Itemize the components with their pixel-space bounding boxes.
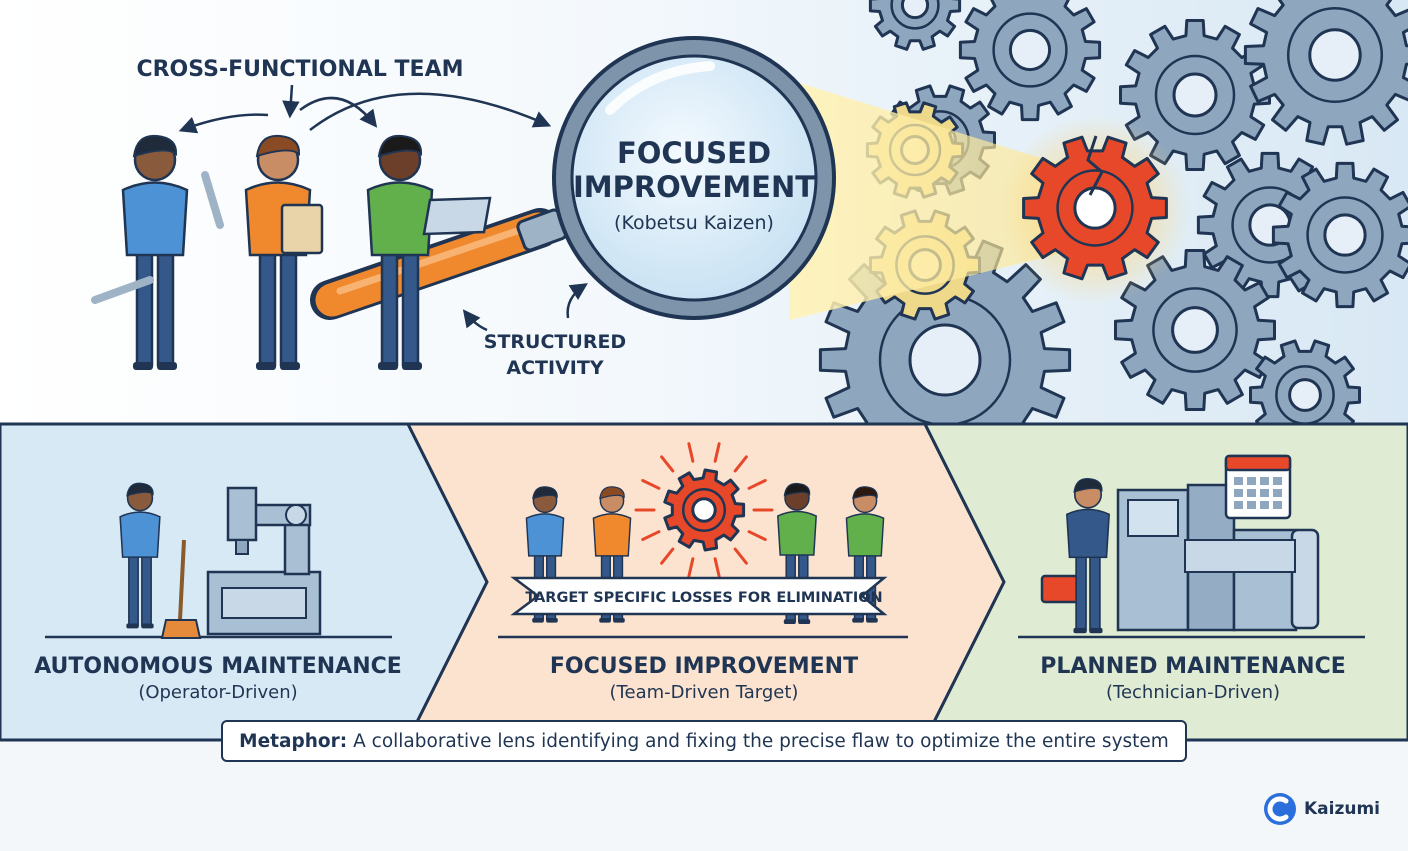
team-arrow-right	[299, 96, 378, 128]
banner-text: TARGET SPECIFIC LOSSES FOR ELIMINATION	[525, 590, 882, 606]
technician	[1066, 478, 1110, 634]
structured-activity-line2: ACTIVITY	[506, 357, 603, 379]
operator-figure	[119, 482, 161, 629]
structured-arrow-up	[566, 283, 588, 319]
wrench-icon	[201, 171, 224, 229]
metaphor-label: Metaphor:	[239, 730, 348, 752]
clipboard-icon	[280, 203, 324, 255]
team-members	[91, 134, 492, 370]
operator-machine-illustration	[45, 486, 392, 639]
gear-icon	[1271, 161, 1408, 309]
team-label: CROSS-FUNCTIONAL TEAM	[136, 57, 463, 82]
team-member-technician	[121, 134, 189, 370]
broken-gear-icon	[1022, 135, 1168, 281]
red-gear-shape	[663, 468, 746, 552]
gear-icon	[1119, 19, 1271, 171]
panel-autonomous-subtitle: (Operator-Driven)	[138, 682, 297, 703]
kaizumi-logo-icon	[1264, 793, 1296, 825]
team-target-illustration	[498, 442, 908, 639]
operator	[119, 482, 161, 629]
panel-planned-subtitle: (Technician-Driven)	[1106, 682, 1280, 703]
gear-icon	[868, 0, 962, 51]
magnifying-glass-icon	[310, 36, 836, 320]
wrench-icon	[91, 276, 154, 304]
brand-name: Kaizumi	[1304, 799, 1381, 819]
banner	[510, 576, 888, 616]
metaphor-box: Metaphor: A collaborative lens identifyi…	[221, 720, 1187, 762]
panel-planned-title: PLANNED MAINTENANCE	[1040, 654, 1346, 679]
panel-autonomous-title: AUTONOMOUS MAINTENANCE	[34, 654, 402, 679]
gear-icon	[1243, 0, 1408, 146]
technician-machine-illustration	[1018, 454, 1365, 639]
gear-icon	[958, 0, 1102, 122]
broken-gear-shape	[1022, 135, 1168, 281]
lens-title-line1: FOCUSED	[617, 136, 771, 170]
brand-logo: Kaizumi	[1262, 790, 1380, 828]
footer-background	[0, 768, 1408, 851]
team-arrow-left	[178, 113, 269, 134]
lens-title-line2: IMPROVEMENT	[573, 170, 815, 204]
team-member-engineer	[366, 134, 434, 370]
laptop-icon	[422, 196, 492, 236]
target-gear-icon	[663, 468, 746, 552]
technician-figure	[1066, 478, 1110, 634]
structured-activity-line1: STRUCTURED	[484, 331, 626, 353]
gear-icon	[1114, 249, 1276, 411]
gear-icon	[1249, 339, 1361, 451]
team-arrow-down	[282, 84, 300, 119]
team-arrow-lens	[309, 92, 552, 131]
metaphor-text: A collaborative lens identifying and fix…	[353, 730, 1169, 752]
panel-focused-subtitle: (Team-Driven Target)	[610, 682, 799, 703]
structured-arrow-left	[462, 309, 488, 332]
lens-subtitle: (Kobetsu Kaizen)	[614, 212, 774, 234]
panel-focused-title: FOCUSED IMPROVEMENT	[550, 654, 858, 679]
